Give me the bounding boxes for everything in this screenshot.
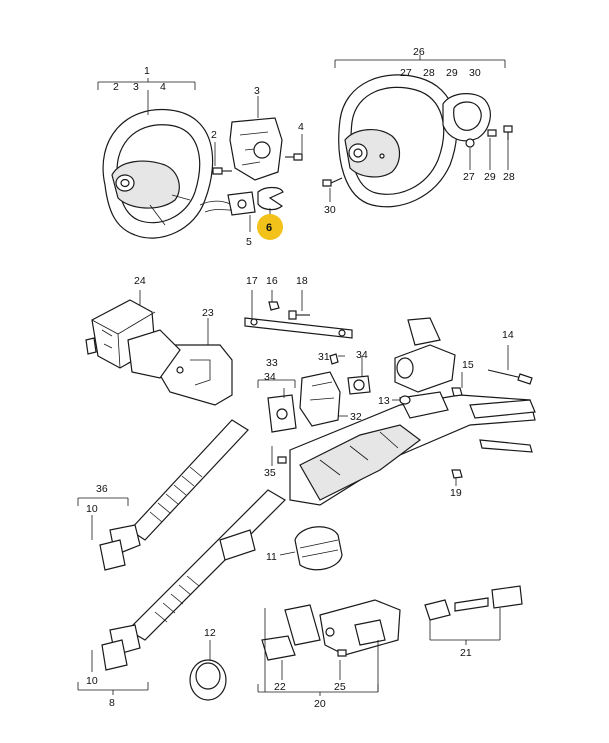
callout-3b[interactable]: 3 — [254, 85, 260, 97]
nut-19 — [451, 469, 463, 479]
callout-29[interactable]: 29 — [446, 67, 458, 79]
leader-lines — [77, 55, 509, 696]
screw-28 — [503, 125, 513, 140]
callout-8[interactable]: 8 — [109, 697, 115, 709]
callout-6[interactable]: 6 — [266, 222, 272, 234]
callout-32[interactable]: 32 — [350, 411, 362, 423]
callout-3[interactable]: 3 — [133, 81, 139, 93]
switch-assembly-20 — [284, 599, 401, 656]
callout-14[interactable]: 14 — [502, 329, 514, 341]
airbag-hub-27 — [442, 93, 491, 142]
callout-15[interactable]: 15 — [462, 359, 474, 371]
support-bar-17 — [244, 317, 353, 339]
tie-rod-end — [469, 399, 536, 453]
callout-29b[interactable]: 29 — [484, 171, 496, 183]
callout-22[interactable]: 22 — [274, 681, 286, 693]
bolt-18 — [288, 310, 310, 320]
steering-wheel-assembly-26 — [338, 74, 458, 208]
callout-2[interactable]: 2 — [113, 81, 119, 93]
callout-labels: 1 2 3 4 3 2 4 5 6 26 27 28 29 30 27 29 2… — [86, 46, 515, 710]
spring-clip-6 — [257, 186, 284, 211]
callout-1[interactable]: 1 — [144, 65, 150, 77]
contact-unit-5 — [199, 191, 256, 216]
callout-34[interactable]: 34 — [356, 349, 368, 361]
clamp-33 — [267, 394, 297, 433]
callout-28[interactable]: 28 — [423, 67, 435, 79]
callout-10b[interactable]: 10 — [86, 675, 98, 687]
bolt-14 — [487, 369, 533, 385]
washer-13 — [399, 395, 411, 405]
screw-30 — [322, 177, 343, 187]
callout-12[interactable]: 12 — [204, 627, 216, 639]
callout-2b[interactable]: 2 — [211, 129, 217, 141]
callout-30[interactable]: 30 — [469, 67, 481, 79]
switch-22 — [261, 635, 296, 661]
key-set-21 — [424, 585, 523, 621]
callout-28b[interactable]: 28 — [503, 171, 515, 183]
callout-30b[interactable]: 30 — [324, 204, 336, 216]
callout-27[interactable]: 27 — [400, 67, 412, 79]
callout-25[interactable]: 25 — [334, 681, 346, 693]
callout-24[interactable]: 24 — [134, 275, 146, 287]
callout-23[interactable]: 23 — [202, 307, 214, 319]
callout-20[interactable]: 20 — [314, 698, 326, 710]
lower-shaft-8 — [101, 489, 286, 671]
housing-32 — [299, 371, 341, 427]
callout-35[interactable]: 35 — [264, 467, 276, 479]
callout-27b[interactable]: 27 — [463, 171, 475, 183]
callout-16[interactable]: 16 — [266, 275, 278, 287]
bracket-23 — [127, 329, 233, 406]
callout-36[interactable]: 36 — [96, 483, 108, 495]
callout-34b[interactable]: 34 — [264, 371, 276, 383]
screw-31 — [329, 353, 339, 365]
callout-31[interactable]: 31 — [318, 351, 330, 363]
highlight-marker[interactable] — [257, 214, 283, 240]
screw-35 — [277, 456, 287, 464]
callout-10[interactable]: 10 — [86, 503, 98, 515]
ring-34 — [347, 375, 371, 395]
steering-rack-housing — [289, 391, 536, 506]
nut-15 — [451, 387, 463, 397]
screw-27 — [465, 138, 475, 148]
intermediate-shaft-36 — [99, 419, 249, 571]
callout-18[interactable]: 18 — [296, 275, 308, 287]
callout-11[interactable]: 11 — [266, 551, 277, 563]
nut-16 — [268, 301, 280, 311]
screw-4 — [285, 153, 303, 161]
screw-25 — [337, 649, 347, 657]
screw-2 — [212, 167, 232, 175]
screw-29 — [487, 129, 497, 137]
hub-bracket-3 — [229, 117, 283, 181]
callout-19[interactable]: 19 — [450, 487, 462, 499]
callout-4[interactable]: 4 — [160, 81, 166, 93]
steering-wheel-assembly-1 — [102, 108, 214, 239]
boot-11 — [294, 526, 343, 571]
pinion-housing — [394, 317, 456, 393]
callout-33[interactable]: 33 — [266, 357, 278, 369]
grommet-12 — [189, 659, 227, 701]
callout-26[interactable]: 26 — [413, 46, 425, 58]
callout-5[interactable]: 5 — [246, 236, 252, 248]
callout-17[interactable]: 17 — [246, 275, 258, 287]
callout-13[interactable]: 13 — [378, 395, 390, 407]
callout-4b[interactable]: 4 — [298, 121, 304, 133]
callout-21[interactable]: 21 — [460, 647, 472, 659]
